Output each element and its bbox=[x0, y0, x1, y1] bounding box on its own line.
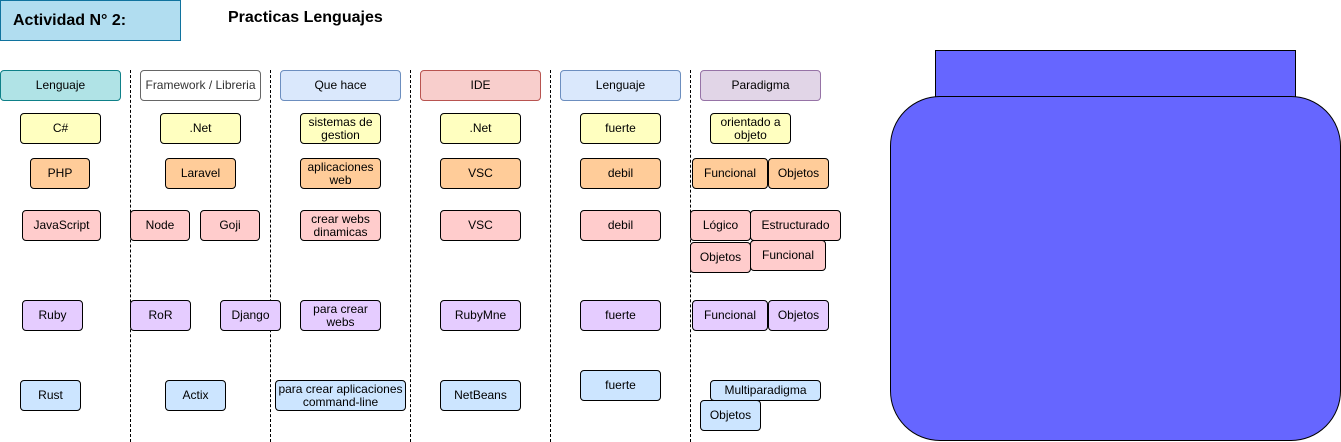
framework-node[interactable]: Node bbox=[130, 210, 190, 241]
paradigm-ruby-2[interactable]: Objetos bbox=[768, 300, 829, 331]
header-paradigma[interactable]: Paradigma bbox=[700, 70, 821, 101]
header-que-hace[interactable]: Que hace bbox=[280, 70, 401, 101]
column-divider bbox=[130, 70, 131, 442]
ide-js[interactable]: VSC bbox=[440, 210, 521, 241]
lang-php[interactable]: PHP bbox=[30, 158, 90, 189]
header-framework[interactable]: Framework / Libreria bbox=[140, 70, 261, 101]
purpose-rust[interactable]: para crear aplicaciones command-line bbox=[275, 380, 406, 411]
ide-ruby[interactable]: RubyMne bbox=[440, 300, 521, 331]
header-lenguaje[interactable]: Lenguaje bbox=[0, 70, 121, 101]
purpose-php[interactable]: aplicaciones web bbox=[300, 158, 381, 189]
typing-php[interactable]: debil bbox=[580, 158, 661, 189]
purpose-js[interactable]: crear webs dinamicas bbox=[300, 210, 381, 241]
column-divider bbox=[410, 70, 411, 442]
typing-ruby[interactable]: fuerte bbox=[580, 300, 661, 331]
typing-csharp[interactable]: fuerte bbox=[580, 113, 661, 144]
paradigm-csharp[interactable]: orientado a objeto bbox=[710, 113, 791, 144]
container-body-shape[interactable] bbox=[890, 96, 1341, 441]
typing-js[interactable]: debil bbox=[580, 210, 661, 241]
header-ide[interactable]: IDE bbox=[420, 70, 541, 101]
paradigm-js-4[interactable]: Funcional bbox=[750, 240, 826, 271]
ide-csharp[interactable]: .Net bbox=[440, 113, 521, 144]
framework-django[interactable]: Django bbox=[220, 300, 281, 331]
lang-javascript[interactable]: JavaScript bbox=[22, 210, 101, 241]
lang-csharp[interactable]: C# bbox=[20, 113, 101, 144]
paradigm-js-2[interactable]: Estructurado bbox=[750, 210, 841, 241]
page-subtitle: Practicas Lenguajes bbox=[228, 9, 383, 26]
framework-laravel[interactable]: Laravel bbox=[165, 158, 236, 189]
lang-rust[interactable]: Rust bbox=[20, 380, 81, 411]
purpose-ruby[interactable]: para crear webs bbox=[300, 300, 381, 331]
paradigm-ruby-1[interactable]: Funcional bbox=[692, 300, 768, 331]
framework-actix[interactable]: Actix bbox=[165, 380, 226, 411]
paradigm-js-1[interactable]: Lógico bbox=[690, 210, 751, 241]
ide-rust[interactable]: NetBeans bbox=[440, 380, 521, 411]
paradigm-js-3[interactable]: Objetos bbox=[690, 242, 751, 273]
framework-ror[interactable]: RoR bbox=[130, 300, 191, 331]
lang-ruby[interactable]: Ruby bbox=[22, 300, 83, 331]
paradigm-php-1[interactable]: Funcional bbox=[692, 158, 768, 189]
paradigm-rust-1[interactable]: Multiparadigma bbox=[710, 380, 821, 401]
column-divider bbox=[270, 70, 271, 442]
column-divider bbox=[550, 70, 551, 442]
activity-title: Actividad N° 2: bbox=[0, 0, 181, 41]
typing-rust[interactable]: fuerte bbox=[580, 370, 661, 401]
framework-goji[interactable]: Goji bbox=[200, 210, 260, 241]
header-tipado[interactable]: Lenguaje bbox=[560, 70, 681, 101]
framework-dotnet[interactable]: .Net bbox=[160, 113, 241, 144]
purpose-csharp[interactable]: sistemas de gestion bbox=[300, 113, 381, 144]
paradigm-rust-2[interactable]: Objetos bbox=[700, 400, 761, 431]
ide-php[interactable]: VSC bbox=[440, 158, 521, 189]
paradigm-php-2[interactable]: Objetos bbox=[768, 158, 829, 189]
container-lid-shape[interactable] bbox=[935, 50, 1296, 102]
